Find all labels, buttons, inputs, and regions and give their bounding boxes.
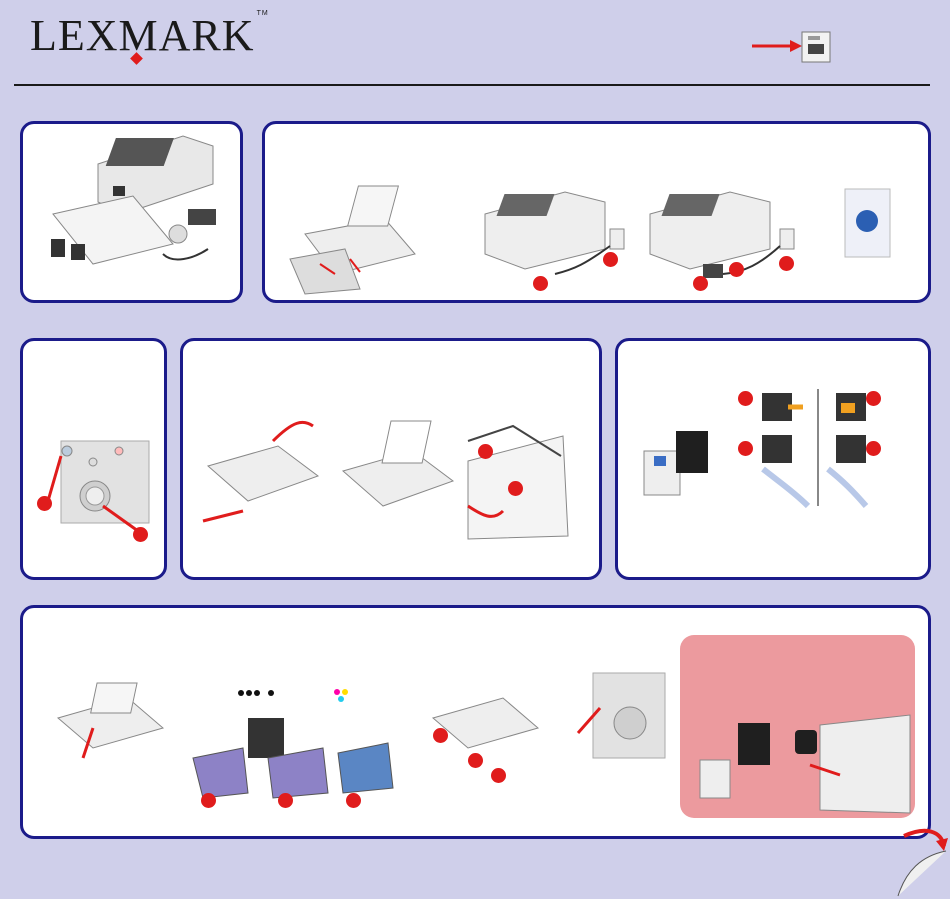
- logo-text: LEXMARK: [30, 11, 255, 60]
- step-marker: [433, 728, 448, 743]
- power-button-icon: [856, 210, 878, 232]
- step-marker: [533, 276, 548, 291]
- header-divider: [14, 84, 930, 86]
- paper-loading-illustration: [183, 341, 605, 583]
- step-marker: [866, 441, 881, 456]
- step-marker: [491, 768, 506, 783]
- panel-power-on: [20, 338, 167, 580]
- arrow-icon: [750, 32, 840, 72]
- step-marker: [603, 252, 618, 267]
- logo-trademark: TM: [257, 10, 269, 17]
- panel-load-paper: [180, 338, 602, 580]
- panel-box-contents: [20, 121, 243, 303]
- step-marker: [738, 441, 753, 456]
- step-marker: [478, 444, 493, 459]
- panel-connect-power: [262, 121, 931, 303]
- step-marker: [201, 793, 216, 808]
- cartridge-prep-illustration: [618, 341, 934, 583]
- curl-page-icon[interactable]: [896, 826, 946, 896]
- step-marker: [37, 496, 52, 511]
- document-icon: [802, 32, 830, 62]
- step-marker: [468, 753, 483, 768]
- step-marker: [779, 256, 794, 271]
- connection-illustrations: [265, 124, 934, 306]
- step-marker: [133, 527, 148, 542]
- step-marker: [346, 793, 361, 808]
- storage-note-box: [680, 635, 915, 818]
- step-marker: [693, 276, 708, 291]
- control-panel-illustration: [23, 341, 170, 583]
- step-marker: [738, 391, 753, 406]
- printer-contents-illustration: [23, 124, 246, 306]
- step-marker: [278, 793, 293, 808]
- power-button-icon: [62, 446, 72, 456]
- step-marker: [866, 391, 881, 406]
- panel-prepare-cartridges: [615, 338, 931, 580]
- cartridge-storage-illustration: [680, 635, 915, 818]
- step-marker: [508, 481, 523, 496]
- step-marker: [729, 262, 744, 277]
